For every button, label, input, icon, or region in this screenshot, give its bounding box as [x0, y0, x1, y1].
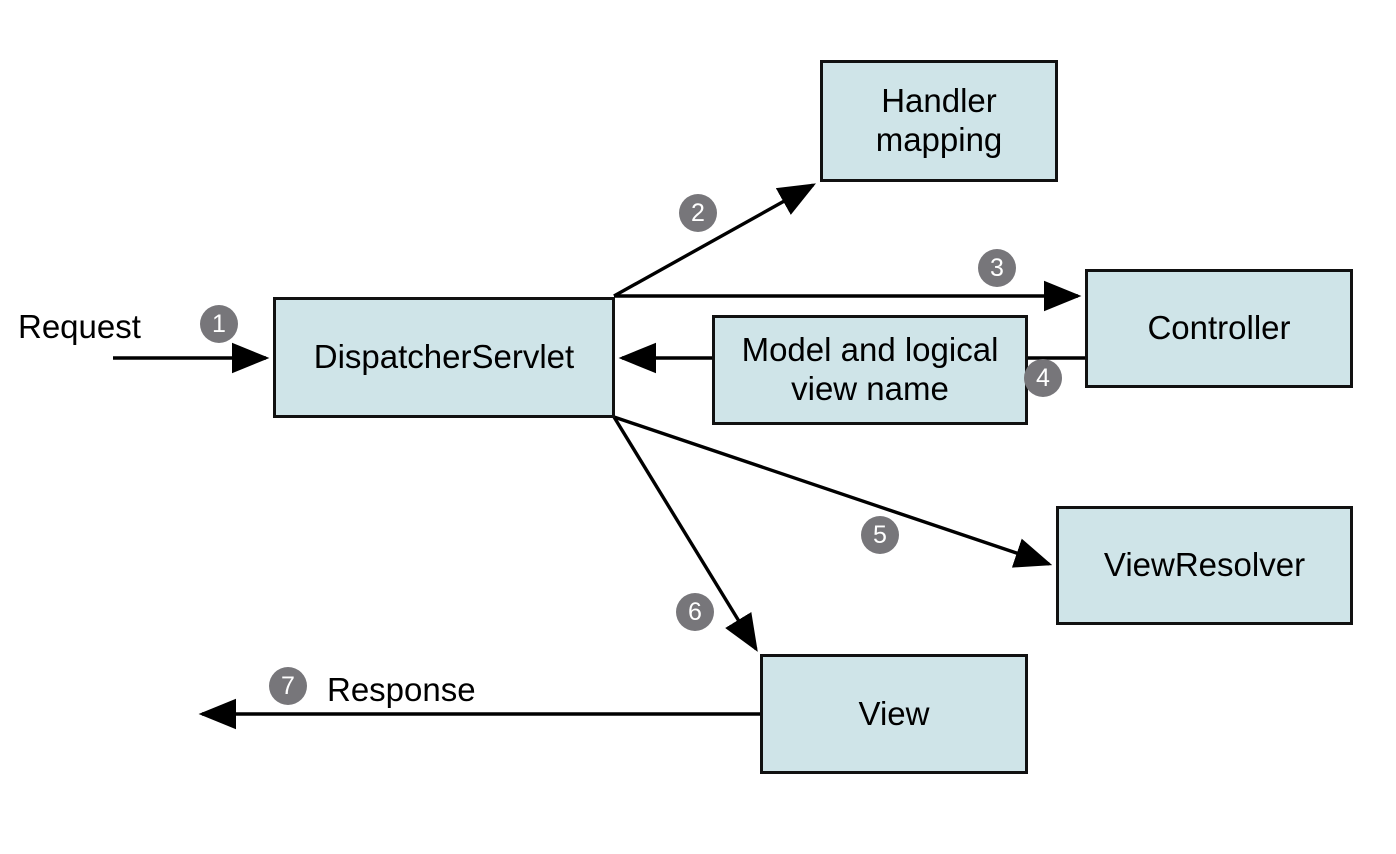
step-badge-2: 2	[679, 194, 717, 232]
step-badge-7: 7	[269, 667, 307, 705]
node-handler-mapping-label: Handler mapping	[875, 82, 1003, 158]
step-badge-1: 1	[200, 305, 238, 343]
arrow-dispatcher-to-view-resolver	[613, 415, 1053, 568]
step-badge-4: 4	[1024, 359, 1062, 397]
node-view-label: View	[858, 694, 930, 732]
node-dispatcher-servlet-label: DispatcherServlet	[313, 338, 575, 376]
node-controller-label: Controller	[1147, 309, 1291, 347]
node-model-and-logical-view-name[interactable]: Model and logical view name	[712, 315, 1028, 425]
node-model-and-logical-view-name-label: Model and logical view name	[741, 331, 999, 407]
node-view-resolver-label: ViewResolver	[1103, 546, 1306, 584]
arrow-dispatcher-to-handler-mapping	[613, 183, 816, 298]
node-handler-mapping[interactable]: Handler mapping	[820, 60, 1058, 182]
node-controller[interactable]: Controller	[1085, 269, 1353, 388]
step-badge-3: 3	[978, 249, 1016, 287]
request-label: Request	[18, 308, 141, 345]
node-view-resolver[interactable]: ViewResolver	[1056, 506, 1353, 625]
step-badge-6: 6	[676, 593, 714, 631]
response-label: Response	[327, 671, 476, 708]
node-dispatcher-servlet[interactable]: DispatcherServlet	[273, 297, 615, 418]
node-view[interactable]: View	[760, 654, 1028, 774]
arrow-dispatcher-to-view	[612, 416, 758, 652]
step-badge-5: 5	[861, 516, 899, 554]
